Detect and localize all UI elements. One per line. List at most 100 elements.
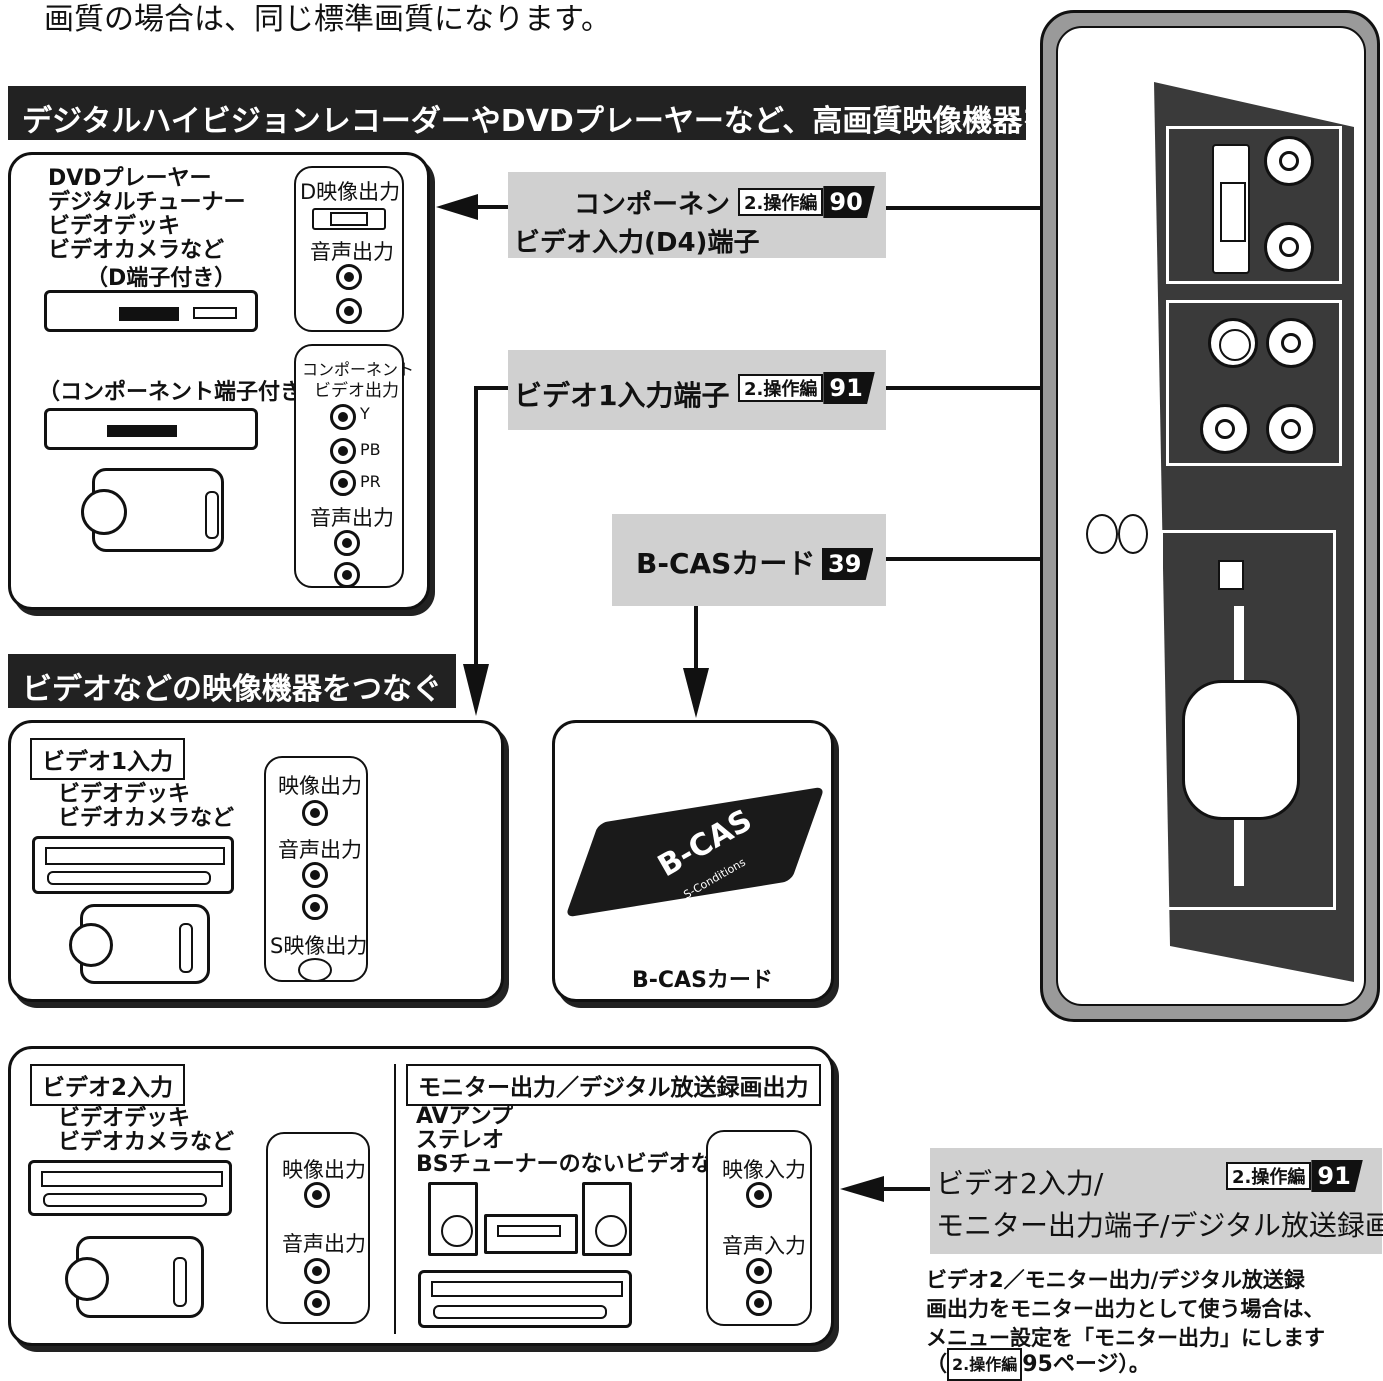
- pb-jack-icon: [330, 438, 356, 464]
- s-video-jack-icon: [298, 958, 332, 982]
- monitor-device-1: AVアンプ: [416, 1104, 514, 1129]
- connect-line: [886, 386, 1166, 390]
- component-page-ref: 2.操作編 90: [738, 186, 875, 218]
- video1-s-video-out-label: S映像出力: [270, 934, 368, 958]
- monitor-video-in-label: 映像入力: [722, 1158, 806, 1182]
- y-label: Y: [360, 404, 370, 423]
- ref-page: 39: [822, 548, 874, 580]
- video2-device-1: ビデオデッキ: [58, 1106, 191, 1131]
- connect-line: [886, 557, 1166, 561]
- bcas-callout-text: B-CASカード: [636, 547, 816, 580]
- audio-jack-icon: [336, 298, 362, 324]
- y-jack-icon: [330, 404, 356, 430]
- audio-jack-icon: [746, 1290, 772, 1316]
- video-jack-icon: [304, 1182, 330, 1208]
- card-slot-indicator: [1118, 514, 1148, 554]
- pr-label: PR: [360, 472, 381, 491]
- heading-video: ビデオなどの映像機器をつなぐ: [8, 654, 456, 708]
- audio-jack-icon: [302, 862, 328, 888]
- video1-line-h: [474, 386, 508, 390]
- ref-page: 91: [823, 372, 875, 404]
- audio-jack-icon: [304, 1290, 330, 1316]
- s-video-jack-icon: [1208, 318, 1258, 368]
- hd-device-2: デジタルチューナー: [48, 190, 246, 215]
- card-insert-icon: [1086, 514, 1118, 554]
- video2-device-2: ビデオカメラなど: [58, 1130, 235, 1155]
- hd-device-3: ビデオデッキ: [48, 214, 181, 239]
- component-note: （コンポーネント端子付き）: [38, 380, 325, 405]
- monitor-in-panel: [706, 1130, 812, 1326]
- video1-device-2: ビデオカメラなど: [58, 806, 235, 831]
- vcr-icon: [32, 836, 234, 894]
- dvd-player-icon: [44, 290, 258, 332]
- component-callout-line1: コンポーネント: [574, 190, 757, 220]
- bcas-line-v: [694, 606, 698, 672]
- speaker-icon: [428, 1182, 478, 1256]
- top-text: 画質の場合は、同じ標準画質になります。: [44, 2, 611, 37]
- video1-callout-text: ビデオ1入力端子: [514, 379, 730, 412]
- rca-jack-icon: [1266, 318, 1316, 368]
- rca-jack-icon: [1264, 222, 1314, 272]
- card-cover-icon: [1182, 680, 1300, 820]
- arrow-head-down: [683, 668, 709, 718]
- ref-label: 2.操作編: [738, 374, 824, 402]
- component-label-1: コンポーネント: [302, 360, 415, 379]
- audio-jack-icon: [302, 894, 328, 920]
- ref-page: 90: [823, 186, 875, 218]
- ref-page: 91: [1311, 1160, 1363, 1192]
- camcorder-icon-1: [81, 468, 224, 552]
- bcas-caption: B-CASカード: [632, 968, 773, 993]
- hd-device-4: ビデオカメラなど: [48, 238, 225, 263]
- d-terminal-icon: [312, 208, 386, 230]
- camcorder-icon-3: [65, 1236, 204, 1318]
- connect-line: [886, 206, 1166, 210]
- audio-out-label-2: 音声出力: [310, 506, 394, 530]
- audio-jack-icon: [746, 1258, 772, 1284]
- video1-audio-out-label: 音声出力: [278, 838, 362, 862]
- d-out-label: D映像出力: [300, 180, 401, 204]
- pr-jack-icon: [330, 470, 356, 496]
- d4-terminal-icon: [1212, 144, 1250, 274]
- camcorder-icon-2: [69, 904, 210, 984]
- rca-jack-icon: [1266, 404, 1316, 454]
- audio-jack-icon: [304, 1258, 330, 1284]
- bcas-page-ref: 39: [822, 548, 874, 580]
- heading-hd: デジタルハイビジョンレコーダーやDVDプレーヤーなど、高画質映像機器をつなぐ: [8, 86, 1142, 140]
- component-label-2: ビデオ出力: [314, 381, 399, 401]
- video2-callout-line2: モニター出力端子/デジタル放送録画出力: [936, 1209, 1383, 1242]
- monitor-device-2: ステレオ: [416, 1128, 505, 1153]
- video1-section: [1166, 300, 1342, 466]
- video2-title: ビデオ2入力: [30, 1064, 186, 1106]
- video1-page-ref: 2.操作編 91: [738, 372, 875, 404]
- arrow-head-left: [436, 194, 478, 220]
- audio-jack-icon: [334, 562, 360, 588]
- pb-label: PB: [360, 440, 381, 459]
- hd-device-1: DVDプレーヤー: [48, 166, 212, 191]
- note-line-3: メニュー設定を「モニター出力」にします: [926, 1326, 1325, 1350]
- rca-jack-icon: [1200, 404, 1250, 454]
- ref-label: 2.操作編: [1226, 1162, 1312, 1190]
- slot-button-icon: [1218, 560, 1244, 590]
- arrow-head-left: [840, 1176, 884, 1202]
- video2-line-h: [880, 1187, 930, 1191]
- vcr-icon: [418, 1270, 632, 1328]
- note-line-4: （ 2.操作編 95ページ ）。: [926, 1348, 1150, 1381]
- video2-audio-out-label: 音声出力: [282, 1232, 366, 1256]
- video1-title: ビデオ1入力: [30, 738, 186, 780]
- amp-icon: [484, 1214, 578, 1254]
- video2-page-ref: 2.操作編 91: [1226, 1160, 1363, 1192]
- video-jack-icon: [302, 800, 328, 826]
- ref-label: 2.操作編: [738, 188, 824, 216]
- video-jack-icon: [746, 1182, 772, 1208]
- note-line-1: ビデオ2／モニター出力/デジタル放送録: [926, 1268, 1305, 1292]
- bcas-slot-section: [1160, 530, 1336, 910]
- d4-section: [1166, 126, 1342, 284]
- audio-jack-icon: [336, 264, 362, 290]
- note-suffix: ）。: [1118, 1352, 1150, 1376]
- video1-device-1: ビデオデッキ: [58, 782, 191, 807]
- note-prefix: （: [926, 1352, 947, 1376]
- video1-line-v: [474, 386, 478, 666]
- vcr-icon: [28, 1160, 232, 1216]
- d-terminal-note: （D端子付き）: [86, 266, 237, 291]
- video2-video-out-label: 映像出力: [282, 1158, 366, 1182]
